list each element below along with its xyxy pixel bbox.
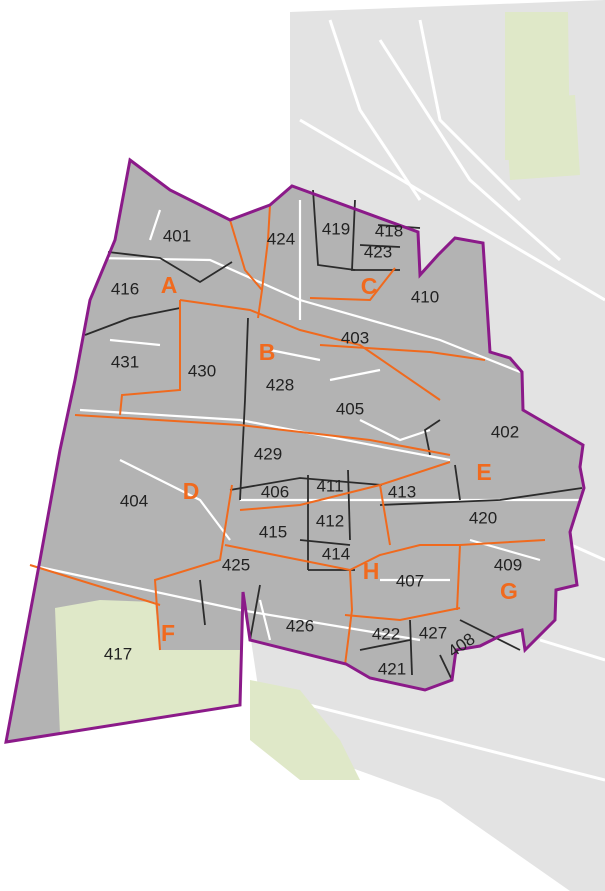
zone-label-d: D bbox=[183, 478, 200, 504]
block-label: 417 bbox=[104, 644, 132, 663]
zone-label-a: A bbox=[161, 272, 178, 298]
block-label: 416 bbox=[111, 279, 139, 298]
zone-label-b: B bbox=[259, 339, 276, 365]
block-label: 424 bbox=[267, 229, 295, 248]
block-label: 429 bbox=[254, 444, 282, 463]
block-label: 403 bbox=[341, 328, 369, 347]
zone-label-f: F bbox=[161, 620, 175, 646]
block-label: 430 bbox=[188, 361, 216, 380]
zone-boundaries bbox=[29, 204, 546, 666]
block-label: 404 bbox=[120, 491, 148, 510]
block-label: 414 bbox=[322, 544, 350, 563]
block-label: 402 bbox=[491, 422, 519, 441]
district-area bbox=[6, 160, 584, 742]
zone-label-c: C bbox=[361, 273, 378, 299]
block-label: 401 bbox=[163, 226, 191, 245]
block-label: 410 bbox=[411, 287, 439, 306]
block-label: 415 bbox=[259, 522, 287, 541]
green-space-south bbox=[250, 680, 360, 780]
block-label: 406 bbox=[261, 482, 289, 501]
block-label: 427 bbox=[419, 623, 447, 642]
block-label: 412 bbox=[316, 511, 344, 530]
block-boundaries bbox=[84, 189, 583, 681]
zone-label-g: G bbox=[500, 578, 518, 604]
block-label: 428 bbox=[266, 375, 294, 394]
block-label: 419 bbox=[322, 219, 350, 238]
block-label: 405 bbox=[336, 399, 364, 418]
zone-label-h: H bbox=[363, 558, 380, 584]
block-label: 411 bbox=[316, 476, 343, 495]
block-label: 407 bbox=[396, 571, 424, 590]
block-label: 426 bbox=[286, 616, 314, 635]
block-label: 418 bbox=[375, 221, 403, 240]
block-label: 413 bbox=[388, 482, 416, 501]
green-space-park bbox=[55, 600, 240, 735]
block-label: 431 bbox=[111, 352, 139, 371]
zone-label-e: E bbox=[476, 459, 491, 485]
block-label: 425 bbox=[222, 555, 250, 574]
outer-boundary bbox=[4, 157, 586, 744]
block-label: 423 bbox=[364, 242, 392, 261]
block-label: 409 bbox=[494, 555, 522, 574]
block-label: 420 bbox=[469, 508, 497, 527]
zone-labels: A B C D E F G H bbox=[161, 272, 518, 646]
block-label: 421 bbox=[378, 659, 406, 678]
block-label: 422 bbox=[372, 624, 400, 643]
green-space-east bbox=[505, 95, 580, 180]
